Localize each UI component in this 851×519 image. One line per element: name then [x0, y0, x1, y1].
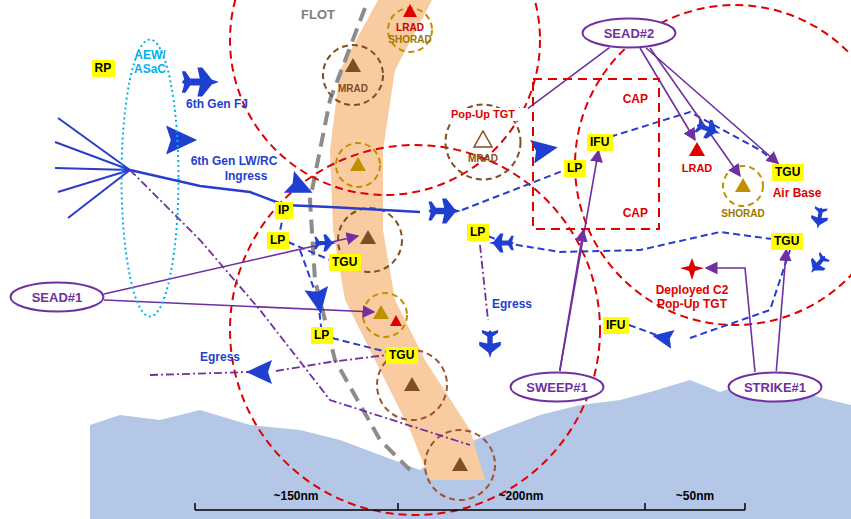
waypoint-box: TGU [771, 233, 803, 250]
mission-oval: SEAD#1 [9, 281, 105, 313]
oval-border [122, 40, 179, 317]
tasking-arrow [646, 48, 778, 164]
waypoint-box: LP [564, 160, 586, 177]
waypoint-label: IFU [590, 135, 610, 150]
area-label: CAP [623, 206, 648, 220]
waypoint-label: LP [567, 161, 583, 176]
waypoint-box: LP [311, 327, 333, 344]
target-label: Deployed C2 Pop-Up TGT [649, 284, 735, 312]
node-outline [120, 38, 180, 318]
waypoint-box: IFU [603, 317, 629, 334]
mission-label: SWEEP#1 [526, 380, 587, 395]
waypoint-box: TGU [772, 164, 804, 181]
waypoint-box: RP [92, 60, 115, 77]
oval-border [583, 19, 676, 48]
mission-label: STRIKE#1 [744, 380, 806, 395]
cap-border [533, 79, 659, 229]
mrad-symbol [474, 131, 492, 147]
tasking-arrow [514, 48, 609, 119]
oval-border [729, 373, 822, 402]
waypoint-box: IFU [587, 134, 613, 151]
oval-border [511, 373, 604, 402]
waypoint-label: TGU [389, 348, 415, 363]
distance-label: ~150nm [273, 490, 318, 504]
tasking-arrow [560, 151, 599, 372]
sam-label: LRAD [396, 22, 424, 34]
area-label: Pop-Up TGT [438, 108, 528, 121]
waypoint-box: TGU [386, 347, 418, 364]
waypoint-label: IFU [606, 318, 626, 333]
sam-label: MRAD [338, 83, 368, 95]
area-label: CAP [623, 92, 648, 106]
aircraft-label: 6th Gen LW/RC [191, 155, 278, 169]
area-label: MRAD [444, 153, 522, 165]
route-label: Egress [492, 298, 532, 312]
tasking-arrow [776, 250, 786, 372]
mission-oval: STRIKE#1 [727, 371, 823, 403]
area-label: AEW/ ASaC [126, 48, 174, 76]
mission-label: SEAD#2 [604, 26, 655, 41]
aew-orbit: AEW/ ASaC [120, 38, 180, 318]
waypoint-box: TGU [329, 254, 361, 271]
waypoint-label: TGU [332, 255, 358, 270]
waypoint-label: IP [278, 203, 290, 218]
route-label: Egress [200, 351, 240, 365]
waypoint-label: LP [470, 225, 486, 240]
waypoint-label: TGU [774, 234, 800, 249]
distance-label: ~200nm [498, 490, 543, 504]
sam-label: SHORAD [721, 208, 764, 220]
aircraft-label: 6th Gen FJ [186, 98, 248, 112]
waypoint-box: IP [275, 202, 293, 219]
waypoint-box: LP [267, 232, 289, 249]
waypoint-label: RP [95, 61, 112, 76]
mission-label: SEAD#1 [32, 290, 83, 305]
target-label: Air Base [773, 187, 822, 201]
route-label: Ingress [225, 170, 268, 184]
waypoint-label: TGU [775, 165, 801, 180]
cap-area: CAP CAP LP IFU [532, 78, 660, 230]
waypoint-box: LP [467, 224, 489, 241]
front-line-label: FLOT [301, 8, 335, 23]
popup-threat-ring: Pop-Up TGTMRAD [444, 103, 522, 181]
waypoint-label: LP [314, 328, 330, 343]
distance-label: ~50nm [676, 490, 714, 504]
mission-oval: SEAD#2 [581, 17, 677, 49]
sam-label: SHORAD [388, 34, 431, 46]
mission-oval: SWEEP#1 [509, 371, 605, 403]
waypoint-label: LP [270, 233, 286, 248]
sam-label: LRAD [682, 162, 713, 175]
oval-border [11, 283, 104, 312]
